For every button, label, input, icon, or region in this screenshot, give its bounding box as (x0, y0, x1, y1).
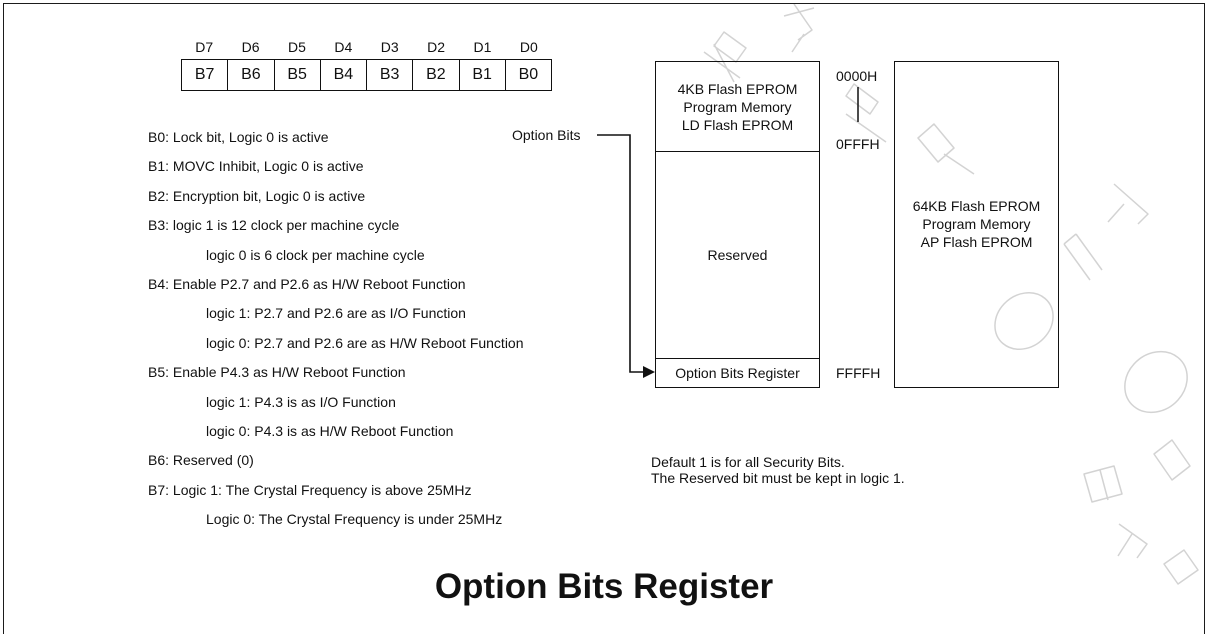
ld-line: Program Memory (683, 98, 792, 115)
diagram-title: Option Bits Register (434, 567, 774, 606)
bit-description: B6: Reserved (0) (148, 452, 254, 469)
bit-description: logic 0: P2.7 and P2.6 are as H/W Reboot… (206, 334, 524, 351)
option-bits-arrow (597, 87, 859, 378)
bit-label: D2 (427, 39, 446, 55)
reserved-segment: Reserved (656, 151, 819, 359)
bit-description: logic 1: P4.3 is as I/O Function (206, 393, 396, 410)
arrow-line (597, 134, 644, 373)
ap-memory-map: 64KB Flash EPROM Program Memory AP Flash… (894, 61, 1059, 388)
option-bits-label: Option Bits (512, 127, 581, 143)
note-line: The Reserved bit must be kept in logic 1… (651, 470, 905, 486)
bit-register-cells: B7 B6 B5 B4 B3 B2 B1 B0 (181, 59, 552, 91)
bit-label: D0 (519, 39, 538, 55)
arrow-head (643, 366, 655, 378)
bit-label: D7 (195, 39, 214, 55)
ld-line: 4KB Flash EPROM (677, 80, 798, 97)
bit-description: Logic 0: The Crystal Frequency is under … (206, 511, 503, 528)
ld-memory-map: 4KB Flash EPROM Program Memory LD Flash … (655, 61, 820, 388)
address-0fffh: 0FFFH (836, 136, 880, 152)
address-0000h: 0000H (836, 68, 878, 84)
bit-cell: B4 (319, 60, 366, 90)
bit-description: logic 0 is 6 clock per machine cycle (206, 246, 425, 263)
bit-label: D6 (241, 39, 260, 55)
bit-description: B2: Encryption bit, Logic 0 is active (148, 187, 366, 204)
bit-description: B1: MOVC Inhibit, Logic 0 is active (148, 158, 364, 175)
notes: Default 1 is for all Security Bits. The … (651, 454, 905, 486)
ld-flash-segment: 4KB Flash EPROM Program Memory LD Flash … (656, 62, 819, 152)
ld-line: LD Flash EPROM (681, 116, 794, 133)
address-ffffh: FFFFH (836, 365, 881, 381)
bit-description: logic 1: P2.7 and P2.6 are as I/O Functi… (206, 305, 466, 322)
option-register-label: Option Bits Register (675, 364, 800, 381)
bit-cell: B3 (366, 60, 412, 90)
bit-description: B3: logic 1 is 12 clock per machine cycl… (148, 217, 400, 234)
option-register-segment: Option Bits Register (656, 358, 819, 387)
bit-description: B7: Logic 1: The Crystal Frequency is ab… (148, 481, 472, 498)
bit-cell: B6 (227, 60, 273, 90)
bit-label: D5 (287, 39, 306, 55)
bit-label: D4 (334, 39, 353, 55)
bit-description: B0: Lock bit, Logic 0 is active (148, 129, 329, 145)
ap-line: AP Flash EPROM (920, 234, 1033, 250)
bit-labels: D7 D6 D5 D4 D3 D2 D1 D0 (181, 39, 552, 57)
bit-label: D1 (473, 39, 492, 55)
reserved-label: Reserved (707, 246, 768, 263)
diagram-page: D7 D6 D5 D4 D3 D2 D1 D0 B7 B6 B5 B4 B3 B… (3, 3, 1205, 634)
note-line: Default 1 is for all Security Bits. (651, 454, 845, 470)
bit-cell: B7 (194, 66, 215, 83)
bit-description: logic 0: P4.3 is as H/W Reboot Function (206, 422, 454, 439)
ap-line: 64KB Flash EPROM (912, 198, 1041, 214)
bit-description: B5: Enable P4.3 as H/W Reboot Function (148, 364, 406, 381)
ap-line: Program Memory (922, 216, 1031, 232)
bit-cell: B0 (504, 60, 551, 90)
bit-cell: B5 (273, 60, 320, 90)
bit-description: B4: Enable P2.7 and P2.6 as H/W Reboot F… (148, 275, 466, 292)
bit-cell: B1 (458, 60, 505, 90)
bit-cell: B2 (412, 60, 458, 90)
bit-label: D3 (380, 39, 399, 55)
